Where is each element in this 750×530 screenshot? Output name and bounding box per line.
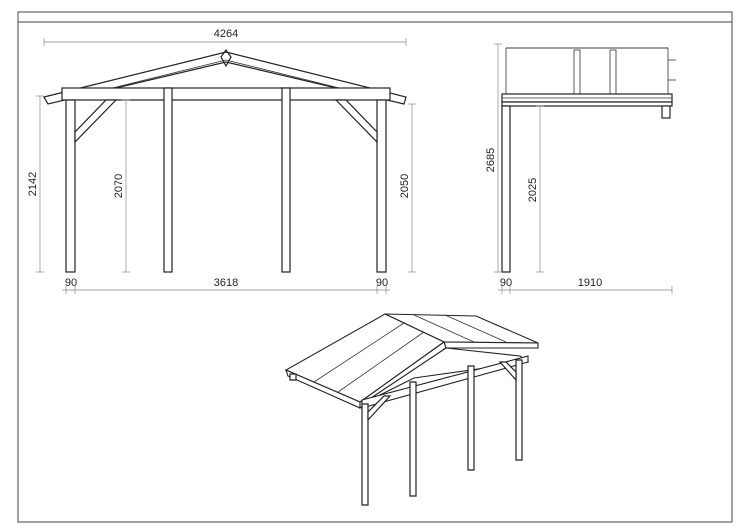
front-post-left (65, 99, 76, 273)
iso-brace-2 (498, 361, 517, 382)
front-total-height-label: 2142 (27, 172, 39, 196)
iso-brace-1 (367, 395, 392, 422)
front-brace-right (334, 99, 378, 144)
front-post-mid-right (281, 87, 291, 273)
front-beam (61, 87, 391, 101)
front-view: 4264 2142 2070 2050 (27, 28, 416, 294)
side-total-height-label: 2685 (485, 148, 497, 172)
sheet-frame (17, 11, 733, 523)
iso-post-3 (467, 365, 475, 471)
iso-post-4 (515, 359, 523, 461)
front-post-right (376, 99, 387, 273)
front-width-label: 4264 (214, 28, 238, 40)
side-depth-label: 1910 (578, 277, 602, 289)
side-view: 2685 2025 90 1910 (485, 43, 676, 294)
side-inner-height-label: 2025 (527, 178, 539, 202)
front-brace-left (74, 99, 118, 144)
front-right-height-label: 2050 (399, 174, 411, 198)
iso-post-2 (409, 381, 417, 497)
ridge-cap (220, 48, 232, 68)
iso-post-1 (361, 403, 369, 506)
isometric-view (284, 313, 539, 506)
front-left-post-width-label: 90 (65, 277, 77, 289)
front-inner-height-label: 2070 (113, 174, 125, 198)
side-post (501, 105, 511, 273)
side-post-width-label: 90 (500, 277, 512, 289)
side-roof-panel (505, 47, 669, 95)
front-roof-outline (43, 51, 407, 105)
front-right-post-width-label: 90 (376, 277, 388, 289)
front-span-label: 3618 (214, 277, 238, 289)
front-post-mid-left (163, 87, 173, 273)
